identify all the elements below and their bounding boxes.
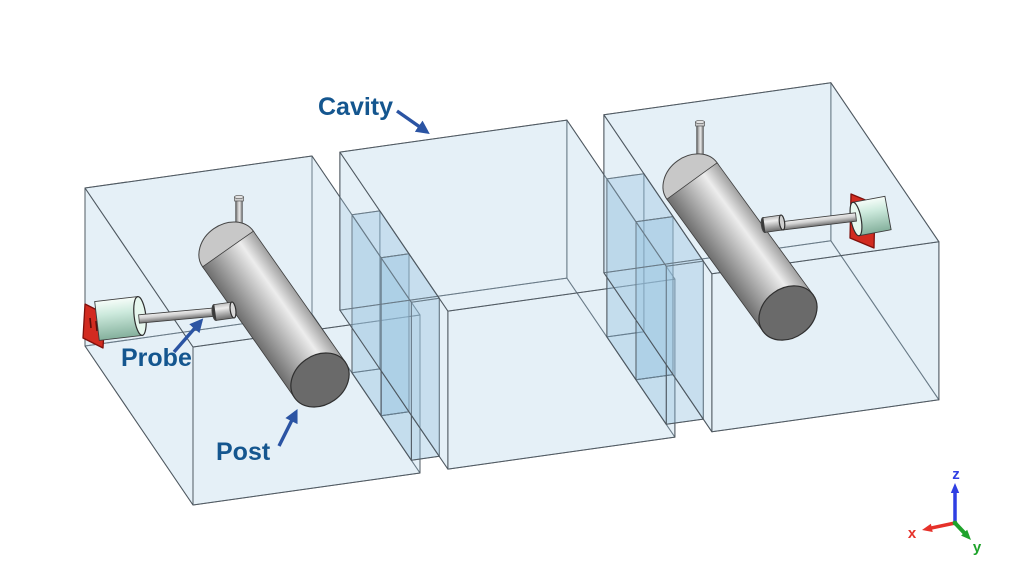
post-3-cap [758,285,818,341]
post-arrow [277,408,298,447]
axis-origin [952,520,958,526]
axis-y-arrow-head [961,529,971,540]
axis-x-arrow-shaft [928,521,957,531]
screw-head-top [234,194,244,200]
cavity-box-2 [339,119,676,470]
probe-tip-1-cap [229,301,237,319]
cavity-1-contents [82,194,350,408]
annotations: Cavity Probe Post [121,93,430,466]
iris-window-1-front [380,253,440,461]
axis-z-arrow-head [950,483,960,493]
cavity-label: Cavity [318,93,393,121]
axis-x-label: x [908,525,917,542]
axis-x-arrow-head [922,523,933,532]
probe-assembly-1 [82,296,237,349]
screw-head-top [695,119,705,125]
probe-arrow [172,318,204,354]
cavity-arrow [396,109,430,134]
probe-tip-2-cap [778,214,786,231]
post-1-cap [290,352,350,408]
port-1-marking [89,317,98,332]
iris-window-2-back [606,173,674,381]
cavity-3-contents [662,119,892,341]
axis-y-label: y [973,539,982,556]
axis-y-arrow-shaft [953,521,968,537]
axis-triad: x y z [908,466,982,556]
probe-assembly-2 [760,193,892,249]
probe-label: Probe [121,344,192,372]
scene-3d [82,82,940,506]
face-top [339,119,676,312]
axis-z-label: z [952,466,960,483]
post-label: Post [216,438,271,466]
iris-window-2-front [635,216,704,425]
